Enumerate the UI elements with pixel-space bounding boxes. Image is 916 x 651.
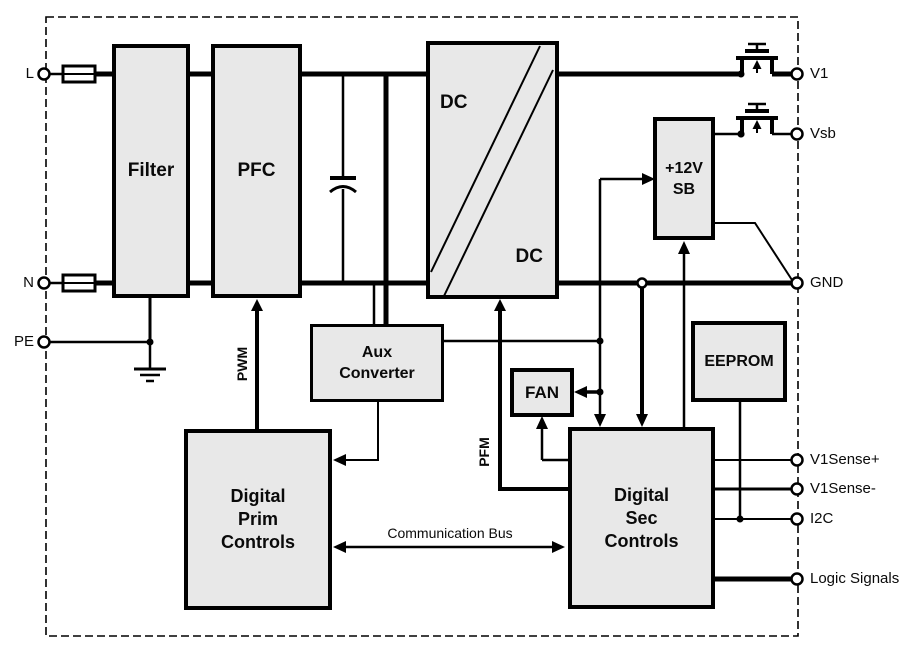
junction-dot — [146, 338, 154, 346]
terminal-label-v1: V1 — [810, 65, 829, 82]
line-hop-circle — [636, 277, 648, 289]
aux-converter-block: Aux Converter — [310, 324, 444, 402]
dcdc-label-bottom: DC — [515, 246, 543, 267]
sec-to-sb12-line — [678, 241, 690, 427]
sb12-output-lines — [715, 132, 794, 281]
terminal-circles — [37, 67, 804, 586]
plus12v-sb-label: +12V SB — [665, 159, 703, 198]
pe-earth-wiring — [50, 298, 166, 383]
plus12v-sb-block: +12V SB — [653, 117, 715, 240]
fan-wiring — [536, 386, 604, 462]
communication-bus-line — [333, 541, 565, 553]
gnd-tap-line — [636, 277, 648, 427]
arrowhead-right — [642, 173, 655, 185]
fan-block: FAN — [510, 368, 574, 417]
terminal-circle-pe — [37, 335, 51, 349]
aux-output-lines — [443, 173, 655, 427]
junction-dot — [737, 130, 745, 138]
pfc-block: PFC — [211, 44, 302, 298]
digital-sec-controls-label: Digital Sec Controls — [604, 484, 679, 551]
arrowhead-right — [552, 541, 565, 553]
communication-bus-label: Communication Bus — [387, 525, 513, 541]
terminal-circle-gnd — [790, 276, 804, 290]
dcdc-diagonal-divider — [430, 45, 554, 297]
pfc-label: PFC — [237, 160, 276, 181]
terminal-label-logic-signals: Logic Signals — [810, 570, 900, 587]
dcdc-label-top: DC — [440, 92, 468, 113]
terminal-circle-vsb — [790, 127, 804, 141]
arrowhead-left — [574, 386, 587, 398]
junction-dot — [736, 515, 744, 523]
mosfet-icon-v1 — [734, 42, 780, 80]
terminal-label-v1sense-plus: V1Sense+ — [810, 451, 880, 468]
terminal-circle-v1sense-plus — [790, 453, 804, 467]
arrowhead-up — [251, 299, 263, 311]
earth-ground-icon — [134, 367, 166, 383]
terminal-label-l: L — [25, 65, 34, 82]
terminal-label-i2c: I2C — [810, 510, 834, 527]
aux-to-prim-line — [333, 400, 379, 466]
fuse-icon-l — [61, 64, 97, 84]
pwm-line — [251, 299, 263, 430]
fuse-icon-n — [61, 273, 97, 293]
terminal-circle-n — [37, 276, 51, 290]
sb12-gnd-return — [715, 222, 793, 281]
eeprom-block: EEPROM — [691, 321, 787, 402]
arrowhead-up — [678, 241, 690, 254]
pwm-label: PWM — [234, 346, 250, 382]
terminal-circle-v1 — [790, 67, 804, 81]
arrowhead-down — [636, 414, 648, 427]
capacitor-icon — [329, 74, 357, 283]
enclosure-dashed-border — [45, 16, 799, 637]
digital-sec-controls-block: Digital Sec Controls — [568, 427, 715, 609]
junction-dot — [596, 337, 604, 345]
pfm-label: PFM — [476, 437, 492, 467]
secondary-signal-lines — [713, 402, 794, 523]
terminal-circle-l — [37, 67, 51, 81]
arrowhead-down — [594, 414, 606, 427]
fan-label: FAN — [525, 382, 559, 402]
terminal-label-vsb: Vsb — [810, 125, 836, 142]
arrowhead-left — [333, 454, 346, 466]
eeprom-label: EEPROM — [704, 352, 774, 370]
terminal-label-v1sense-minus: V1Sense- — [810, 480, 876, 497]
dcdc-converter-block: DC DC — [426, 41, 559, 299]
terminal-label-n: N — [23, 274, 34, 291]
terminal-circle-logic-signals — [790, 572, 804, 586]
terminal-circle-i2c — [790, 512, 804, 526]
digital-prim-controls-block: Digital Prim Controls — [184, 429, 332, 610]
terminal-circle-v1sense-minus — [790, 482, 804, 496]
terminal-label-gnd: GND — [810, 274, 844, 291]
filter-label: Filter — [127, 160, 175, 181]
pfm-line — [494, 299, 568, 491]
arrowhead-up — [494, 299, 506, 311]
aux-converter-label: Aux Converter — [339, 344, 415, 382]
arrowhead-left — [333, 541, 346, 553]
arrowhead-up — [536, 416, 548, 429]
digital-prim-controls-label: Digital Prim Controls — [221, 486, 295, 552]
filter-block: Filter — [112, 44, 190, 298]
terminal-label-pe: PE — [13, 333, 34, 350]
junction-dot — [596, 388, 604, 396]
